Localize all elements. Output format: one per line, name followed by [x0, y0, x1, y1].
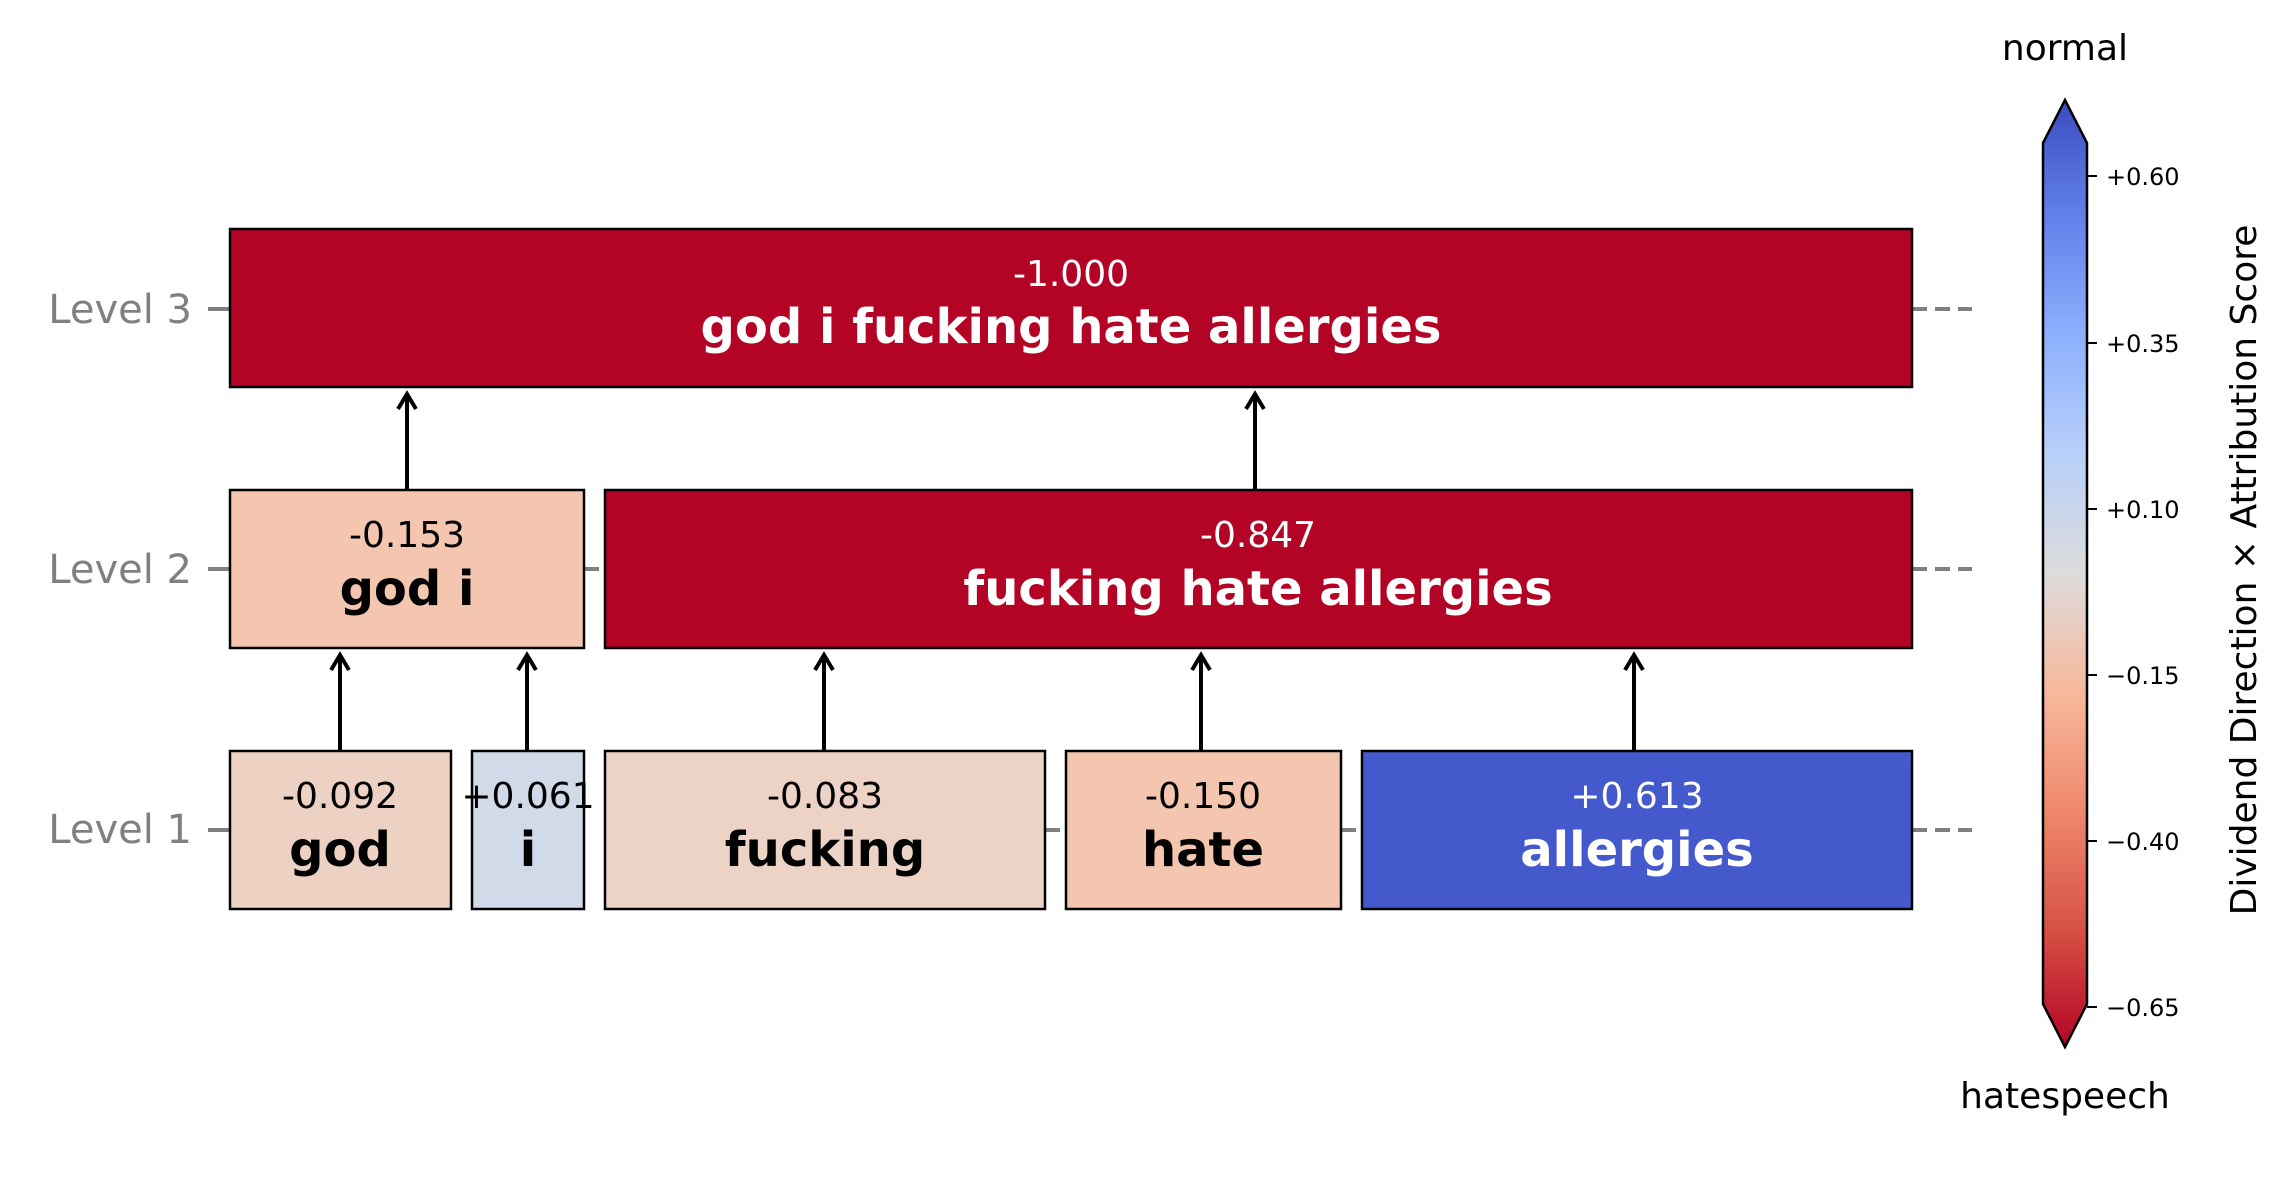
- node-level1-i[interactable]: +0.061 i: [461, 749, 595, 911]
- colorbar-bottom-label: hatespeech: [1960, 1076, 2170, 1117]
- colorbar-top-label: normal: [2002, 28, 2128, 69]
- node-score: -0.153: [349, 515, 465, 556]
- level-label-2: Level 2: [48, 547, 192, 593]
- node-text: fucking hate allergies: [963, 561, 1552, 617]
- node-level2-fucking-hate-allergies[interactable]: -0.847 fucking hate allergies: [603, 488, 1914, 650]
- colorbar-ticks: [2087, 175, 2097, 1008]
- node-text: fucking: [725, 822, 925, 878]
- level-guides: [584, 307, 1972, 832]
- node-score: +0.613: [1570, 776, 1703, 817]
- arrow: [1190, 651, 1212, 750]
- colorbar-tick-label: +0.10: [2106, 496, 2180, 524]
- arrow: [329, 651, 351, 750]
- node-box: [228, 488, 586, 650]
- node-level2-god-i[interactable]: -0.153 god i: [228, 488, 586, 650]
- node-box: [1360, 749, 1914, 911]
- arrow: [516, 651, 538, 750]
- node-text: god i: [340, 561, 475, 617]
- node-score: +0.061: [461, 776, 594, 817]
- node-text: god i fucking hate allergies: [701, 299, 1442, 355]
- node-box: [470, 749, 586, 911]
- colorbar-tick-label: +0.60: [2106, 163, 2180, 191]
- arrow: [396, 390, 418, 489]
- node-box: [228, 227, 1914, 389]
- node-text: allergies: [1520, 822, 1753, 878]
- colorbar-tick-label: −0.65: [2106, 994, 2180, 1022]
- level-axis: Level 3 Level 2 Level 1: [48, 287, 230, 853]
- node-level1-god[interactable]: -0.092 god: [228, 749, 453, 911]
- node-score: -0.847: [1200, 515, 1316, 556]
- node-text: i: [520, 822, 536, 878]
- node-score: -1.000: [1013, 254, 1129, 295]
- node-box: [603, 488, 1914, 650]
- node-box: [228, 749, 453, 911]
- arrow: [813, 651, 835, 750]
- node-score: -0.083: [767, 776, 883, 817]
- colorbar-tick-label: −0.40: [2106, 828, 2180, 856]
- node-level3-sentence[interactable]: -1.000 god i fucking hate allergies: [228, 227, 1914, 389]
- colorbar-tick-label: +0.35: [2106, 330, 2180, 358]
- node-level1-hate[interactable]: -0.150 hate: [1064, 749, 1343, 911]
- colorbar-tick-label: −0.15: [2106, 662, 2180, 690]
- node-box: [603, 749, 1047, 911]
- node-level1-allergies[interactable]: +0.613 allergies: [1360, 749, 1914, 911]
- node-level1-fucking[interactable]: -0.083 fucking: [603, 749, 1047, 911]
- node-text: hate: [1142, 822, 1264, 878]
- node-box: [1064, 749, 1343, 911]
- node-text: god: [289, 822, 391, 878]
- colorbar-body: [2041, 97, 2089, 1050]
- node-score: -0.092: [282, 776, 398, 817]
- level-label-3: Level 3: [48, 287, 192, 333]
- arrows: [329, 390, 1645, 750]
- colorbar: normal +0.60 +0.35 +0.10 −0.15 −0.40 −0.…: [1960, 28, 2265, 1117]
- colorbar-axis-label: Dividend Direction × Attribution Score: [2224, 225, 2265, 916]
- arrow: [1244, 390, 1266, 489]
- level-label-1: Level 1: [48, 807, 192, 853]
- arrow: [1623, 651, 1645, 750]
- node-score: -0.150: [1145, 776, 1261, 817]
